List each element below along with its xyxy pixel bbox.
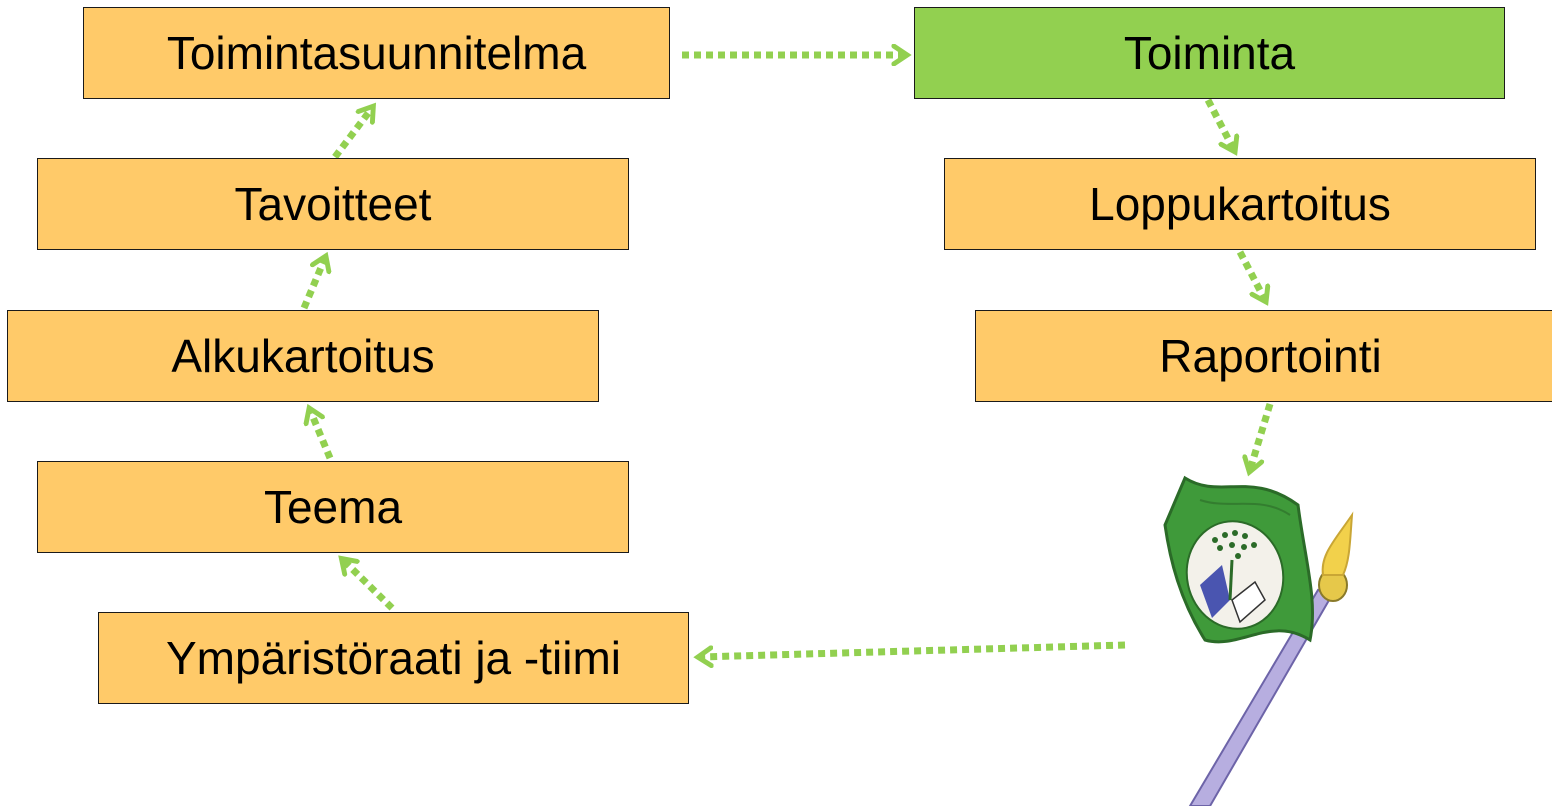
arrow-flag-to-council: [700, 641, 1126, 657]
arrow-action-to-final-survey: [1204, 98, 1234, 150]
step-council: Ympäristöraati ja -tiimi: [98, 612, 689, 704]
step-action: Toiminta: [914, 7, 1505, 99]
step-plan-label: Toimintasuunnitelma: [166, 27, 587, 79]
step-reporting-label: Raportointi: [1159, 330, 1382, 382]
step-goals-label: Tavoitteet: [234, 178, 432, 230]
arrow-theme-to-baseline: [310, 410, 334, 460]
step-plan: Toimintasuunnitelma: [83, 7, 670, 99]
step-final-survey-label: Loppukartoitus: [1089, 178, 1391, 230]
arrow-baseline-to-goals: [300, 258, 325, 310]
arrow-goals-to-plan: [332, 108, 372, 160]
step-baseline: Alkukartoitus: [7, 310, 599, 402]
step-theme-label: Teema: [263, 481, 403, 533]
step-baseline-label: Alkukartoitus: [171, 330, 435, 382]
step-goals: Tavoitteet: [37, 158, 629, 250]
step-action-label: Toiminta: [1123, 27, 1296, 79]
step-theme: Teema: [37, 461, 629, 553]
step-council-label: Ympäristöraati ja -tiimi: [166, 632, 621, 684]
step-final-survey: Loppukartoitus: [944, 158, 1536, 250]
arrow-final-survey-to-reporting: [1236, 250, 1265, 300]
step-reporting: Raportointi: [975, 310, 1552, 402]
